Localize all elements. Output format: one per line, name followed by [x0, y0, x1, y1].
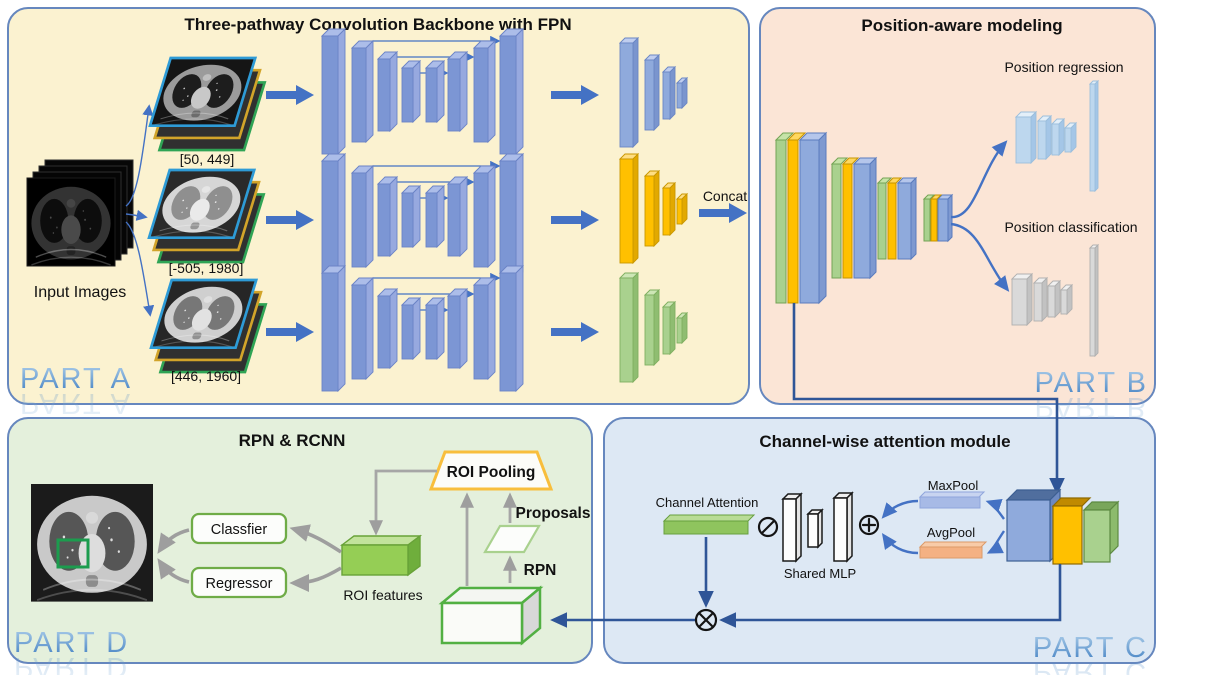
part-a-title: Three-pathway Convolution Backbone with … — [184, 15, 571, 34]
part-d-label: PART D — [14, 627, 130, 675]
maxpool-label: MaxPool — [928, 478, 979, 493]
window-label-2: [-505, 1980] — [169, 260, 244, 276]
window-label-3: [446, 1960] — [171, 368, 241, 384]
regression-output-bar — [1088, 79, 1100, 193]
regressor-label: Regressor — [206, 576, 273, 592]
classifier-box — [190, 512, 288, 545]
concat-feature-stack-2 — [830, 156, 878, 280]
pool-arrows — [881, 498, 1005, 555]
avgpool-bar — [918, 541, 988, 559]
input-image-stack — [26, 159, 134, 267]
part-b-title: Position-aware modeling — [861, 16, 1062, 35]
part-c-title: Channel-wise attention module — [759, 432, 1010, 451]
part-c-label: PART C — [1032, 632, 1148, 675]
sigmoid-icon — [757, 516, 779, 538]
roi-features-box — [339, 534, 423, 577]
classifier-label: Classfier — [211, 522, 268, 538]
proposals-shape — [483, 524, 541, 554]
rpn-feature-map-box — [438, 585, 544, 646]
part-b-label: PART B — [1034, 367, 1148, 423]
detection-ct-image — [30, 483, 154, 603]
concat-label: Concat — [703, 188, 747, 204]
shared-mlp-slabs — [781, 491, 854, 563]
concat-feature-stack-4 — [922, 193, 954, 243]
detection-bounding-box — [56, 538, 90, 569]
roi-pooling-box — [428, 450, 554, 491]
channel-attention-label: Channel Attention — [656, 495, 759, 510]
input-fan-arrows — [125, 104, 155, 317]
channel-attention-bar — [662, 514, 756, 535]
proposals-label: Proposals — [516, 505, 591, 522]
avgpool-label: AvgPool — [927, 525, 975, 540]
roi-pooling-label: ROI Pooling — [447, 464, 536, 481]
rpn-label: RPN — [524, 562, 557, 579]
connector-pooling-to-roi-features — [369, 469, 437, 536]
window-label-1: [50, 449] — [180, 151, 235, 167]
part-d-title: RPN & RCNN — [239, 431, 346, 450]
position-regression-label: Position regression — [1004, 59, 1123, 75]
shared-mlp-label: Shared MLP — [784, 566, 856, 581]
maxpool-bar — [918, 491, 986, 509]
arrow-to-regression-head — [950, 140, 1008, 219]
ct-stack-window-3 — [151, 280, 266, 372]
part-a-label: PART A — [20, 363, 132, 419]
channel-feature-blocks — [1005, 488, 1120, 565]
position-classification-label: Position classification — [1004, 219, 1137, 235]
ct-stack-window-2 — [149, 170, 264, 262]
connector-block-to-multiply — [719, 564, 1062, 628]
connector-b-to-c — [792, 303, 1065, 495]
input-images-label: Input Images — [34, 284, 127, 301]
rpn-arrows — [460, 492, 517, 586]
ct-stack-window-1 — [150, 58, 265, 150]
roi-features-label: ROI features — [343, 587, 422, 603]
panel-part-c — [603, 417, 1156, 664]
arrow-to-classification-head — [950, 222, 1010, 292]
multiply-icon — [694, 608, 718, 632]
regressor-box — [190, 566, 288, 599]
rcnn-arrows — [157, 524, 342, 592]
concat-feature-stack-3 — [876, 176, 918, 261]
concat-feature-stack-1 — [774, 131, 828, 305]
add-icon — [858, 514, 880, 536]
classification-output-bar — [1088, 243, 1100, 358]
